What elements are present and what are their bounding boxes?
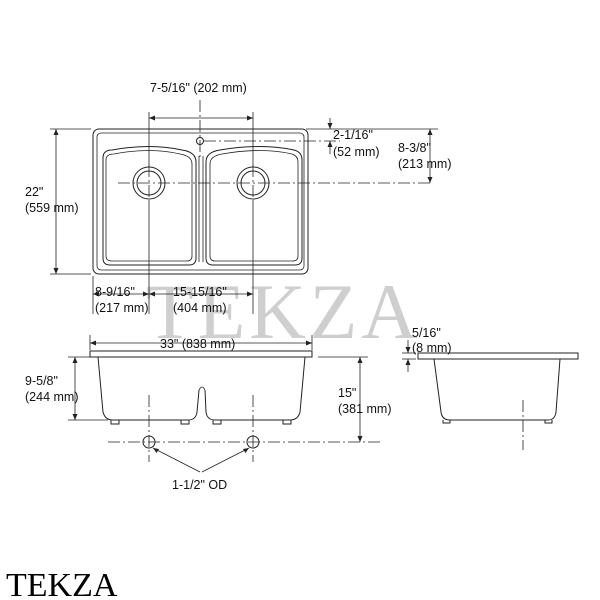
label-rim-mm: (8 mm): [412, 341, 452, 355]
label-faucet-offset-mm: (52 mm): [333, 145, 380, 159]
label-drain-offset-in: 8-3/8": [398, 141, 431, 155]
dim-overall-depth: 22" (559 mm): [25, 128, 91, 275]
label-height-in: 15": [338, 386, 356, 400]
label-bowl-depth-in: 9-5/8": [25, 374, 58, 388]
side-rim: [417, 352, 579, 360]
front-right-basin: [204, 356, 306, 421]
side-basin: [433, 358, 561, 421]
label-depth-mm: (559 mm): [25, 201, 78, 215]
front-left-basin: [97, 356, 200, 421]
foot-2: [180, 420, 190, 425]
label-height-mm: (381 mm): [338, 402, 391, 416]
label-left-bowl-in: 8-9/16": [95, 285, 135, 299]
label-depth-in: 22": [25, 185, 43, 199]
watermark: TEKZA: [146, 268, 422, 355]
label-left-bowl-mm: (217 mm): [95, 301, 148, 315]
dim-height: 15" (381 mm): [318, 356, 391, 442]
dim-drain-offset: 8-3/8" (213 mm): [340, 128, 451, 183]
sink-inner-rim: [96, 132, 305, 271]
dim-top-width: 7-5/16" (202 mm): [148, 81, 254, 166]
foot-1: [110, 420, 120, 425]
label-bowl-depth-mm: (244 mm): [25, 390, 78, 404]
front-left-drain: [142, 435, 156, 449]
left-bowl-inner: [105, 150, 193, 262]
front-rim: [89, 350, 313, 358]
label-overall-width: 33" (838 mm): [160, 337, 235, 351]
dim-drain-od: 1-1/2" OD: [152, 447, 250, 492]
label-drain-od: 1-1/2" OD: [172, 478, 227, 492]
side-foot-1: [442, 420, 451, 424]
foot-3: [212, 420, 222, 425]
dim-bottom-offsets: 8-9/16" (217 mm) 15-15/16" (404 mm): [92, 202, 254, 315]
left-bowl: [102, 146, 197, 266]
side-view: [417, 352, 579, 450]
front-divider: [198, 386, 206, 391]
label-center-in: 15-15/16": [173, 285, 227, 299]
label-drain-offset-mm: (213 mm): [398, 157, 451, 171]
sink-outer-rim: [92, 128, 309, 275]
top-view: [92, 100, 430, 275]
dim-bowl-depth: 9-5/8" (244 mm): [25, 356, 108, 421]
brand-logo-text: TEKZA: [6, 567, 118, 600]
right-bowl: [205, 146, 303, 266]
front-right-drain: [246, 435, 260, 449]
dim-overall-width: 33" (838 mm): [89, 335, 313, 351]
label-top-width: 7-5/16" (202 mm): [150, 81, 247, 95]
label-rim-in: 5/16": [412, 326, 441, 340]
dim-rim-thickness: 5/16" (8 mm): [402, 326, 452, 372]
label-center-mm: (404 mm): [173, 301, 226, 315]
side-foot-2: [544, 420, 553, 424]
foot-4: [282, 420, 292, 425]
right-bowl-inner: [209, 150, 299, 262]
front-view: [89, 350, 380, 462]
dim-faucet-offset: 2-1/16" (52 mm): [204, 118, 380, 159]
label-faucet-offset-in: 2-1/16": [333, 128, 373, 142]
